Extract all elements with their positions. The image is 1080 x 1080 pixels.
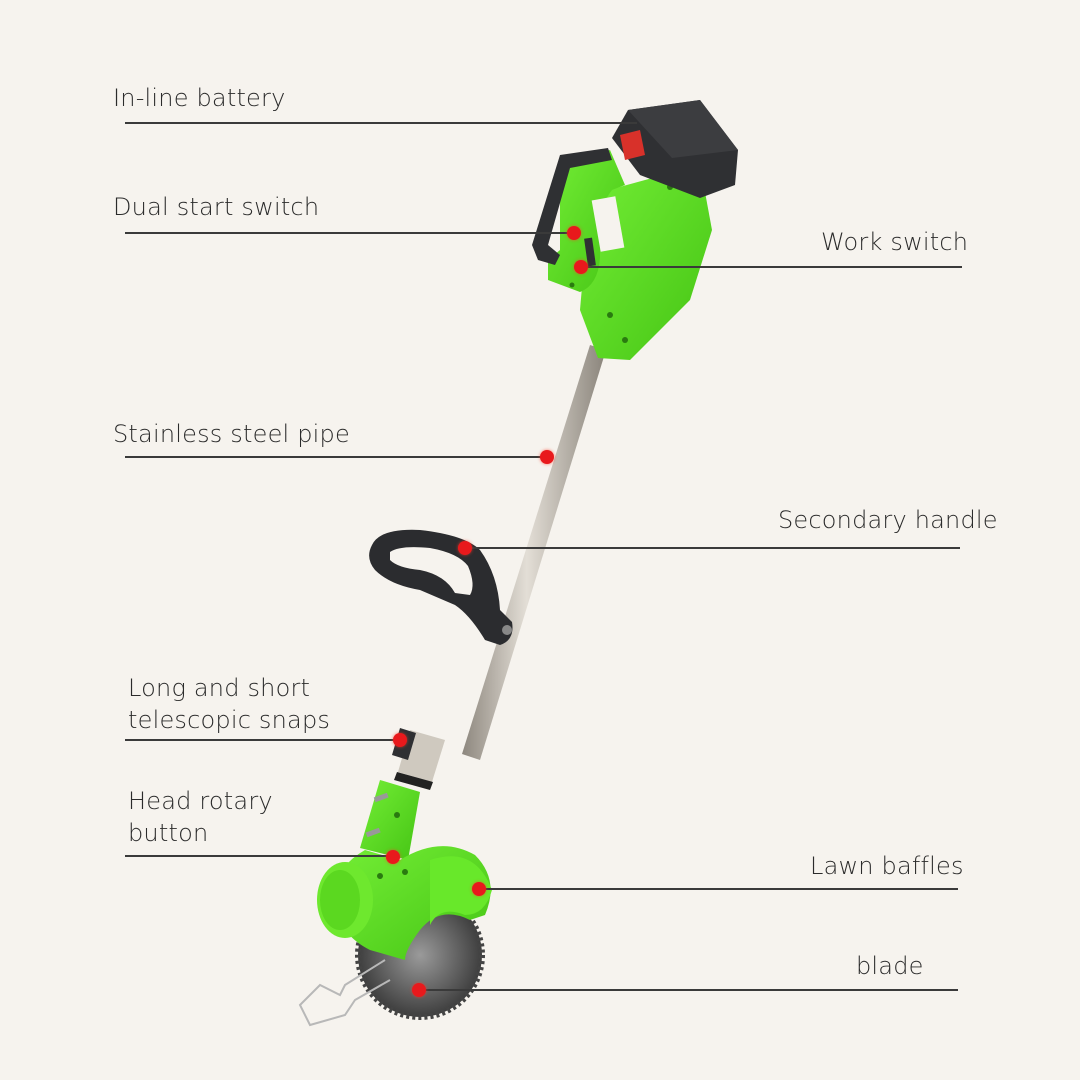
marker-dot-secondary-handle xyxy=(458,541,472,555)
marker-dot-stainless-steel-pipe xyxy=(540,450,554,464)
label-work-switch: Work switch xyxy=(821,228,969,256)
label-head-rotary-button-line1: Head rotary xyxy=(128,787,273,815)
lower-shaft xyxy=(360,780,420,860)
marker-dot-blade xyxy=(412,983,426,997)
marker-dot-head-rotary-button xyxy=(386,850,400,864)
secondary-handle-shape xyxy=(369,529,513,645)
label-dual-start-switch: Dual start switch xyxy=(113,193,320,221)
leader-line-secondary-handle xyxy=(466,547,960,549)
label-lawn-baffles: Lawn baffles xyxy=(810,852,964,880)
leader-line-dual-start-switch xyxy=(125,232,573,234)
leader-line-head-rotary-button xyxy=(125,855,393,857)
label-stainless-steel-pipe: Stainless steel pipe xyxy=(113,420,350,448)
leader-line-telescopic-snaps xyxy=(125,739,400,741)
marker-dot-lawn-baffles xyxy=(472,882,486,896)
label-telescopic-snaps-line1: Long and short xyxy=(128,674,311,702)
label-telescopic-snaps-line2: telescopic snaps xyxy=(128,706,331,734)
label-head-rotary-button-line2: button xyxy=(128,819,209,847)
main-body xyxy=(548,150,712,360)
marker-dot-dual-start-switch xyxy=(567,226,581,240)
steel-pipe xyxy=(462,345,606,760)
marker-dot-telescopic-snaps xyxy=(393,733,407,747)
label-secondary-handle: Secondary handle xyxy=(778,506,998,534)
marker-dot-work-switch xyxy=(574,260,588,274)
motor-head xyxy=(317,846,492,960)
leader-line-lawn-baffles xyxy=(480,888,958,890)
label-inline-battery: In-line battery xyxy=(113,84,286,112)
battery-pack xyxy=(612,100,738,198)
rear-grip xyxy=(532,148,612,267)
leader-line-stainless-steel-pipe xyxy=(125,456,547,458)
leader-line-work-switch xyxy=(582,266,962,268)
label-blade: blade xyxy=(856,952,924,980)
leader-line-inline-battery xyxy=(125,122,637,124)
leader-line-blade xyxy=(420,989,958,991)
